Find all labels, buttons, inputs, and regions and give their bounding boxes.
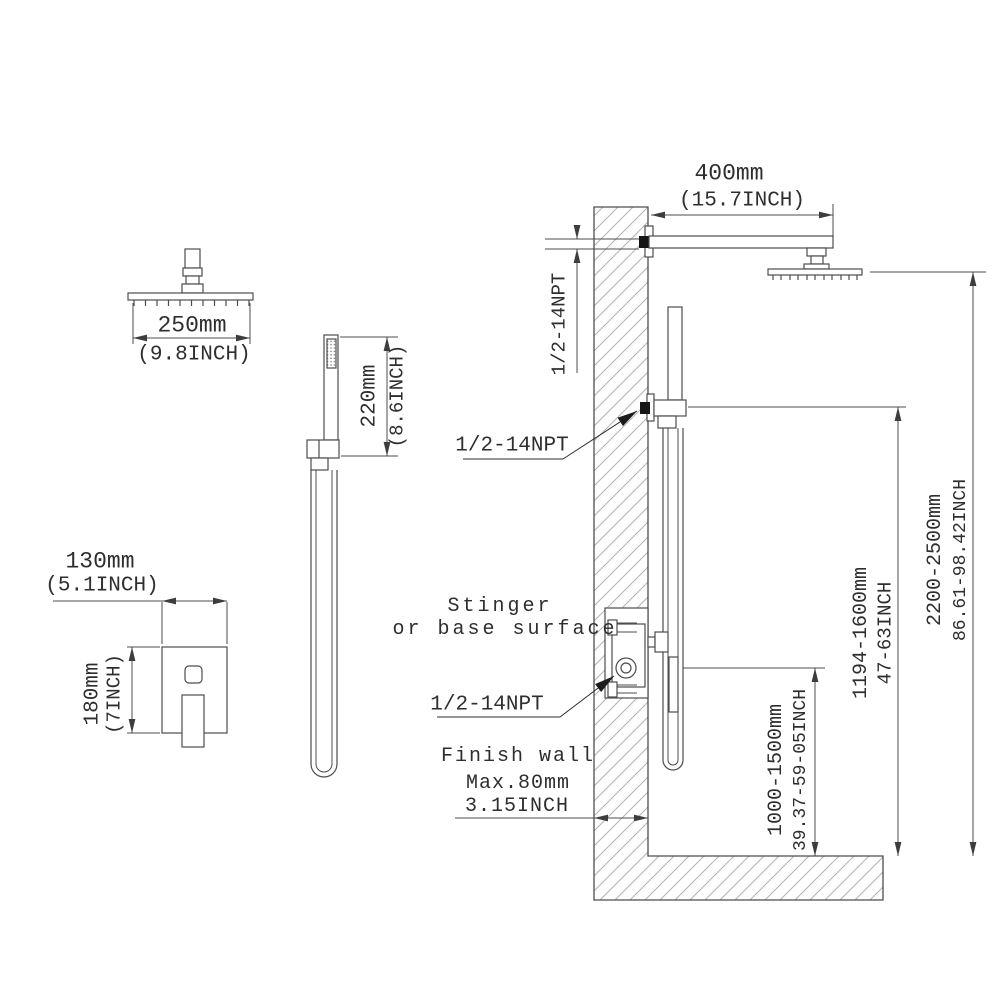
handshower-wall-assembly <box>640 306 687 771</box>
label-finish-wall-line2: Max.80mm <box>465 772 571 795</box>
label-finish-wall-line3: 3.15INCH <box>464 795 570 818</box>
dim-holder-floor-height-mm: 1194-1600mm <box>850 566 873 700</box>
dim-arm-length-inch: (15.7INCH) <box>678 189 806 213</box>
dim-valve-width-mm: 130mm <box>65 548 135 575</box>
dim-valve-floor-height-mm: 1000-1500mm <box>765 703 788 837</box>
dim-valve-height-inch: (7INCH) <box>103 654 126 734</box>
shower-arm-assembly <box>639 225 863 280</box>
dim-arm-length-mm: 400mm <box>694 160 764 187</box>
dim-valve-width-inch: (5.1INCH) <box>45 574 159 598</box>
valve-trim-figure <box>161 646 228 748</box>
dim-overall-height-mm: 2200-2500mm <box>924 493 947 627</box>
leader-lines <box>437 410 638 718</box>
label-surface-note-line1: Stinger <box>447 595 553 618</box>
label-surface-note-line2: or base surface <box>392 618 618 641</box>
dim-head-width-mm: 250mm <box>157 312 227 339</box>
dim-handshower-height-mm: 220mm <box>358 364 382 428</box>
label-npt-valve: 1/2-14NPT <box>430 693 544 717</box>
valve-wall-assembly <box>604 607 679 713</box>
dim-overall-height-inch: 86.61-98.42INCH <box>951 478 971 642</box>
showerhead-figure <box>127 248 254 306</box>
label-finish-wall-line1: Finish wall <box>440 745 596 768</box>
dim-head-width-inch: (9.8INCH) <box>137 343 251 367</box>
dim-valve-height-mm: 180mm <box>81 662 105 726</box>
dimension-lines <box>53 204 986 856</box>
handshower-figure <box>306 334 340 778</box>
label-npt-handshower: 1/2-14NPT <box>455 434 569 458</box>
dim-handshower-height-inch: (8.6INCH) <box>386 344 409 448</box>
dim-valve-floor-height-inch: 39.37-59-05INCH <box>791 688 811 852</box>
dim-holder-floor-height-inch: 47-63INCH <box>874 581 897 685</box>
label-npt-arm: 1/2-14NPT <box>548 272 571 376</box>
wall-and-floor-section <box>593 206 884 901</box>
